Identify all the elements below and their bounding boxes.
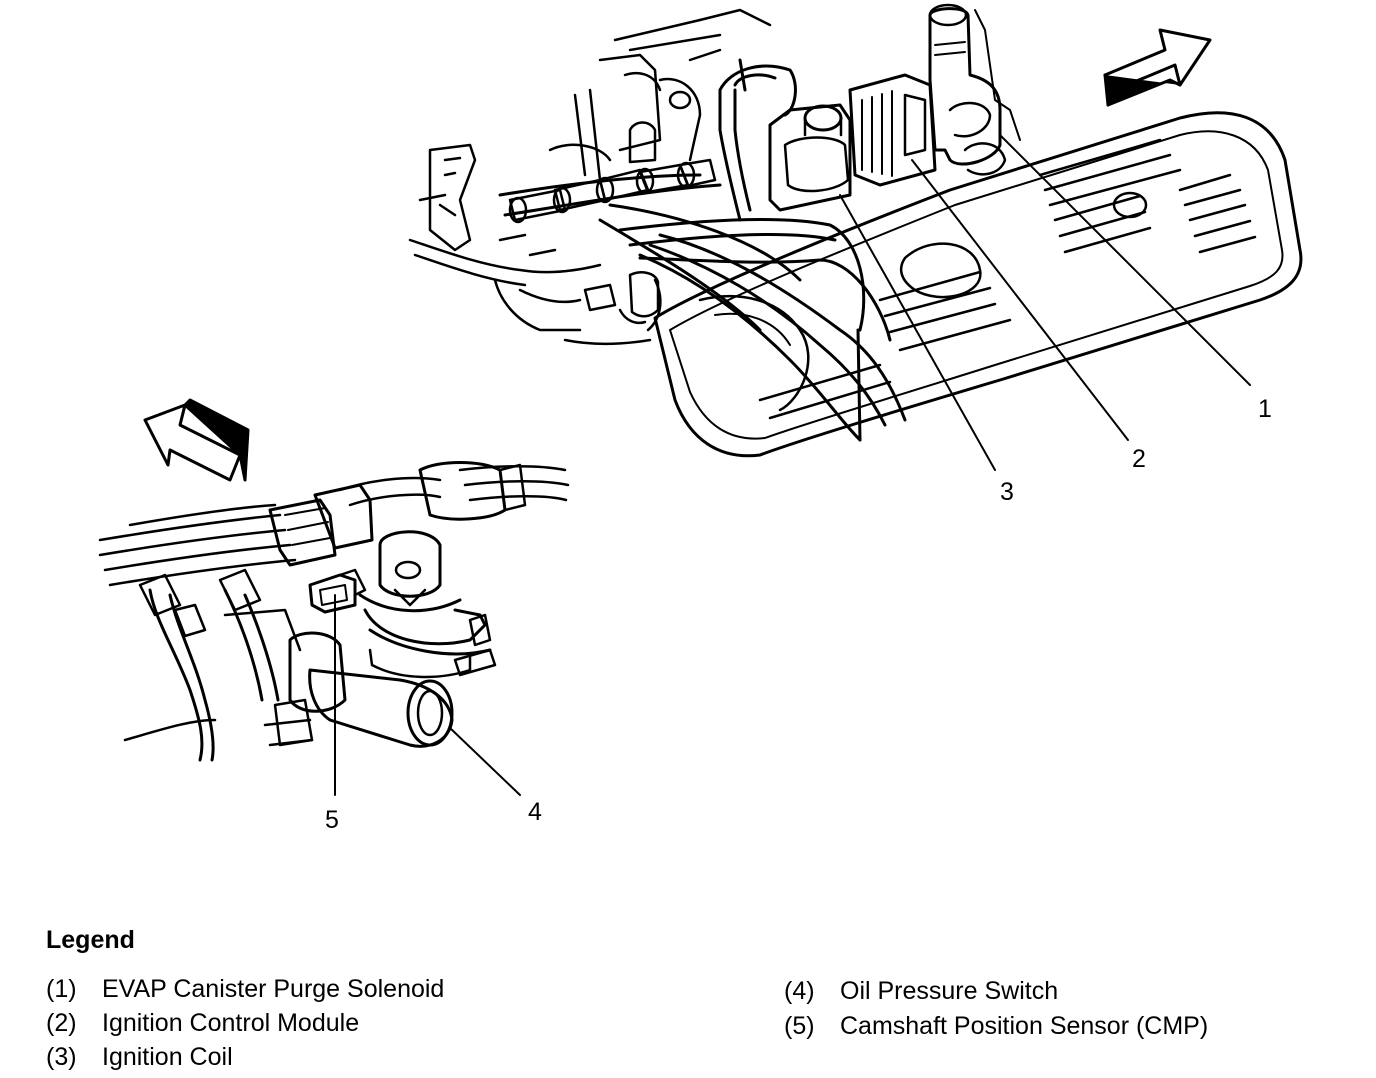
- front-arrow-upper: [1103, 28, 1212, 107]
- callout-3: 3: [1000, 478, 1014, 506]
- legend-title: Legend: [46, 926, 135, 954]
- coil-bracket: [768, 3, 1021, 212]
- legend-item-number: (5): [784, 1012, 815, 1040]
- hoses-wires-upper: [498, 58, 907, 442]
- legend-item-number: (4): [784, 977, 815, 1005]
- leader-lines-lower: [334, 594, 521, 796]
- callout-1: 1: [1258, 395, 1272, 423]
- legend-item-label: Oil Pressure Switch: [840, 977, 1059, 1005]
- legend-item-number: (3): [46, 1043, 77, 1071]
- legend-item-3: (3) Ignition Coil: [46, 1043, 233, 1072]
- callout-5: 5: [325, 806, 339, 834]
- legend-item-label: EVAP Canister Purge Solenoid: [102, 975, 445, 1003]
- legend-item-label: Camshaft Position Sensor (CMP): [840, 1012, 1209, 1040]
- callout-2: 2: [1132, 445, 1146, 473]
- leader-lines-upper: [839, 134, 1251, 471]
- valve-cover: [653, 111, 1303, 458]
- legend-item-number: (2): [46, 1009, 77, 1037]
- manifold-upper: [408, 8, 862, 442]
- legend-item-2: (2) Ignition Control Module: [46, 1009, 359, 1038]
- lower-assembly: [98, 461, 570, 762]
- legend-item-number: (1): [46, 975, 77, 1003]
- legend-item-4: (4) Oil Pressure Switch: [784, 977, 1058, 1006]
- legend-item-1: (1) EVAP Canister Purge Solenoid: [46, 975, 444, 1004]
- callout-4: 4: [528, 798, 542, 826]
- legend-item-5: (5) Camshaft Position Sensor (CMP): [784, 1012, 1208, 1041]
- legend-item-label: Ignition Control Module: [102, 1009, 360, 1037]
- legend-item-label: Ignition Coil: [102, 1043, 233, 1071]
- front-arrow-lower: [143, 398, 250, 482]
